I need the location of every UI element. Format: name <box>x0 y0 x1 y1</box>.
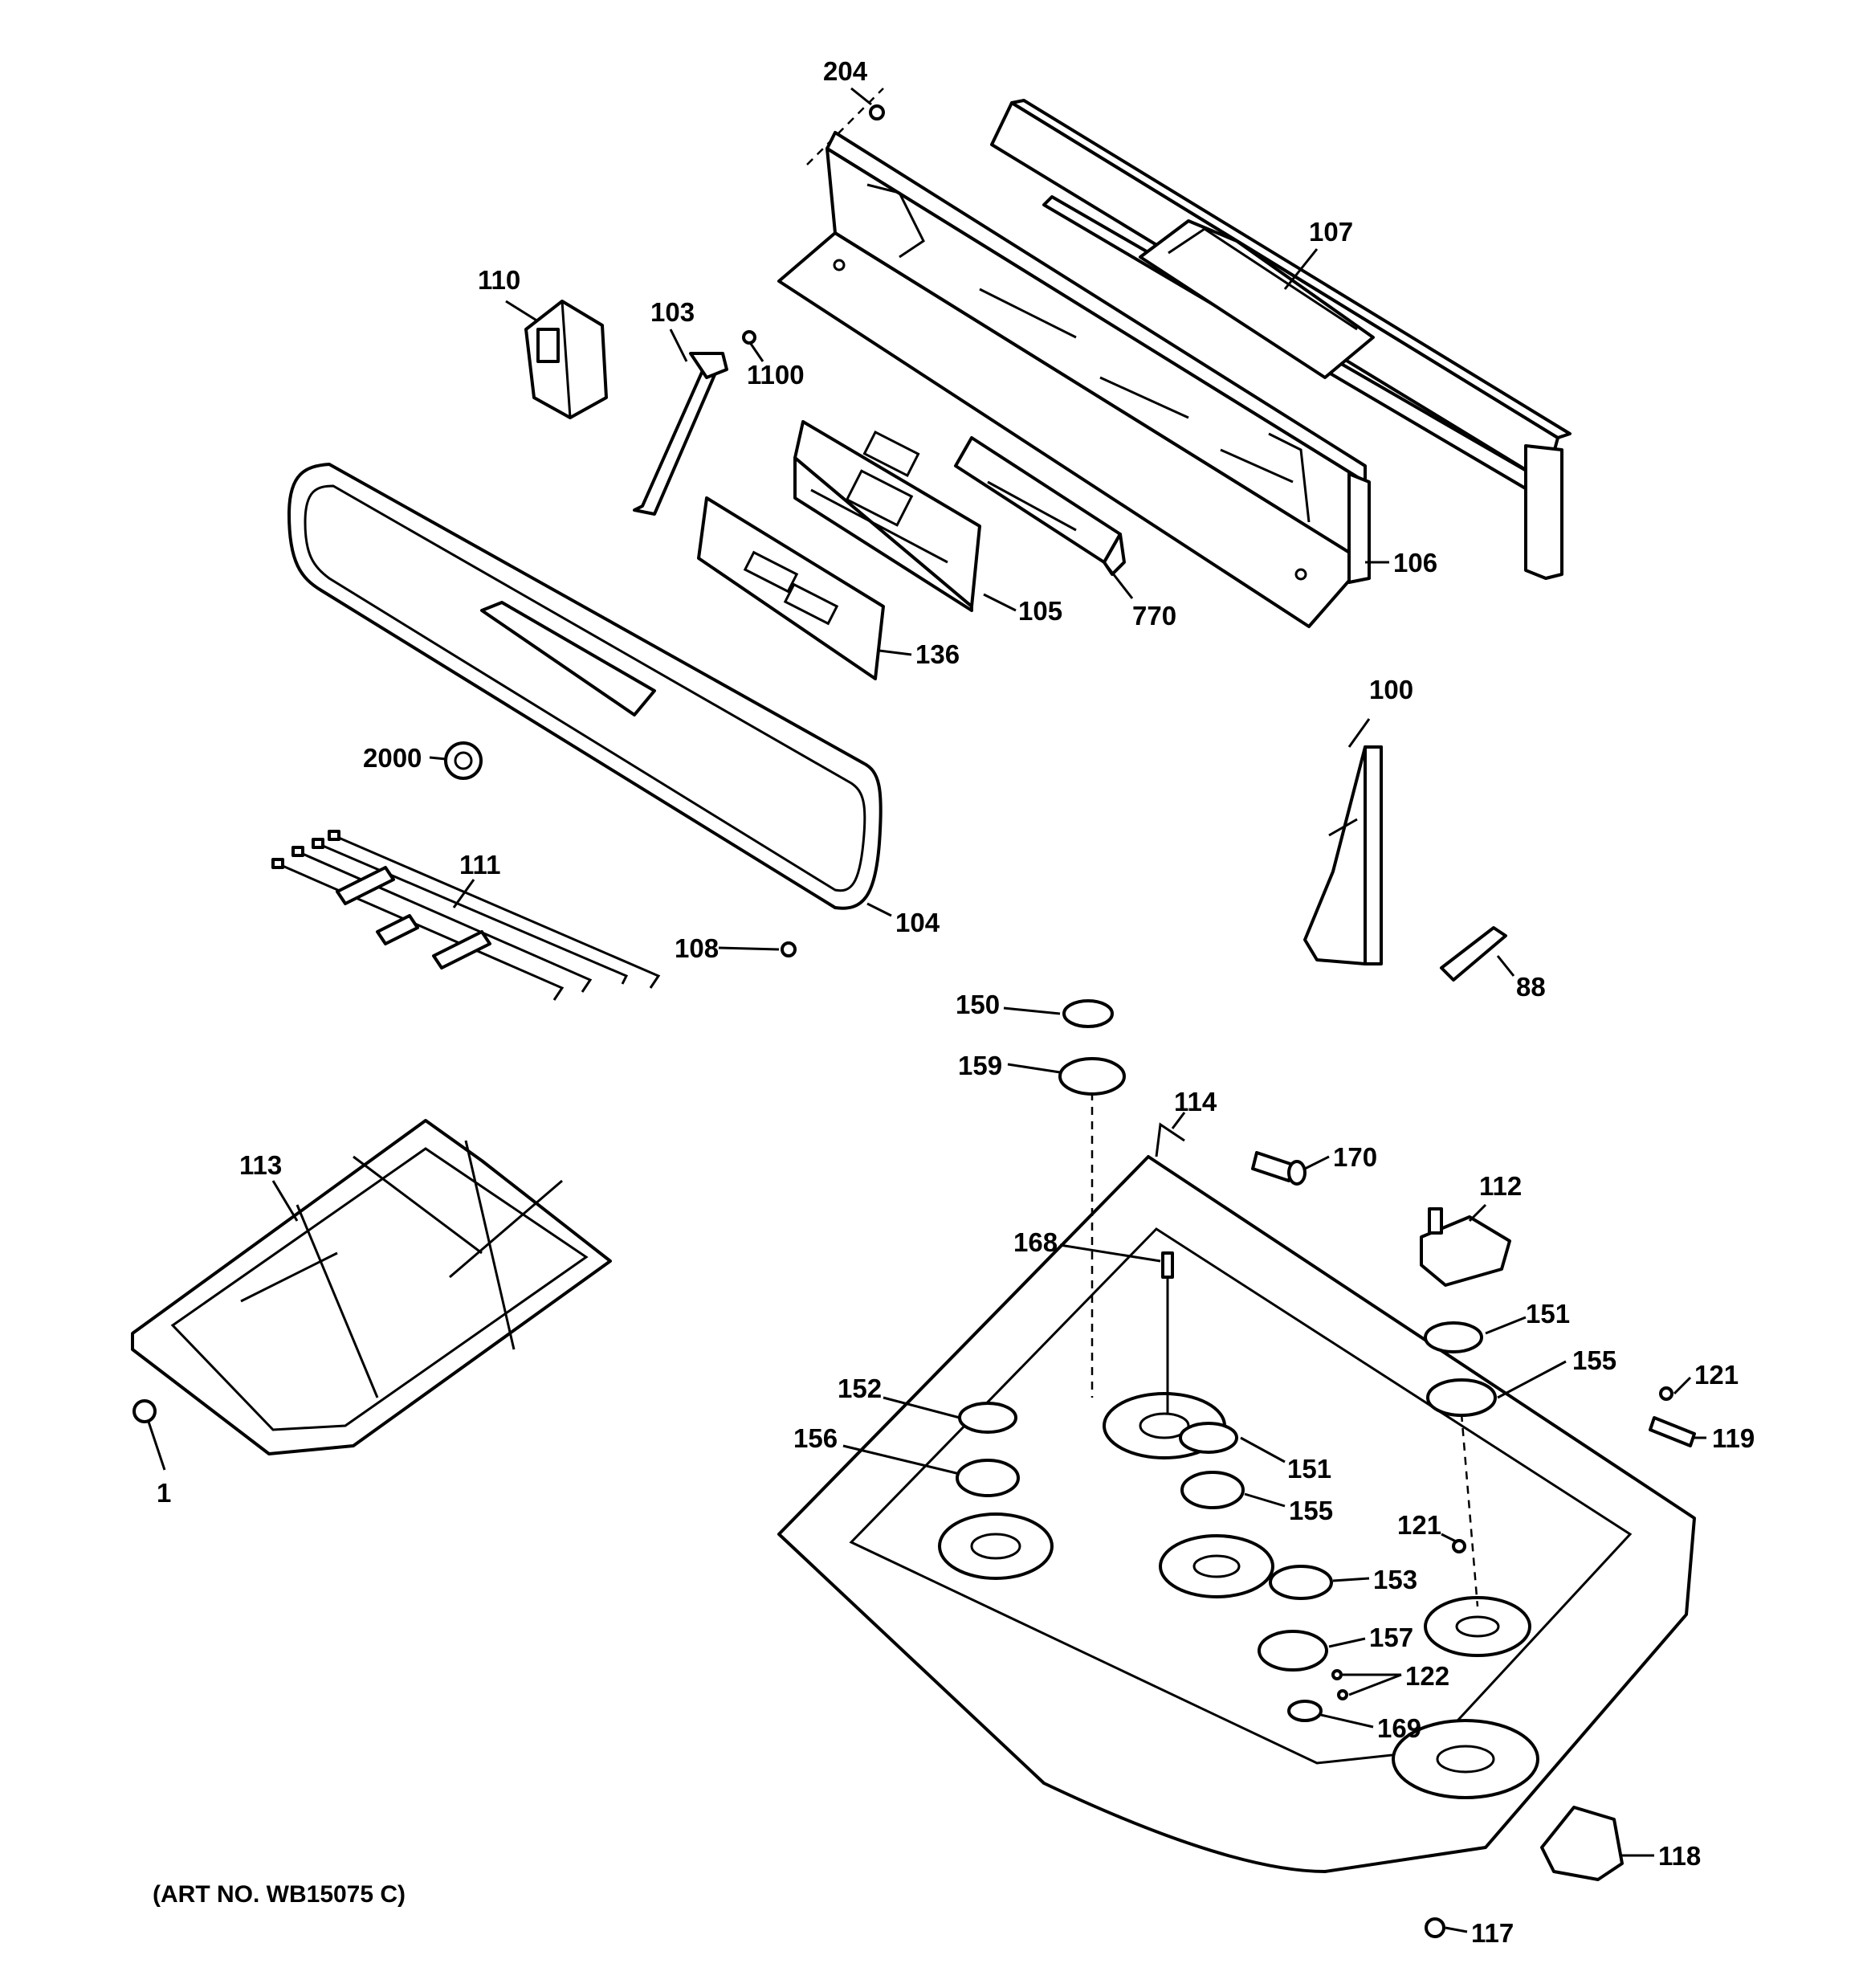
part-204-screw <box>806 88 885 165</box>
label-150: 150 <box>956 990 1000 1019</box>
part-88-clip <box>1440 926 1507 982</box>
part-112-valve <box>1420 1207 1511 1287</box>
label-110: 110 <box>478 265 520 295</box>
label-122: 122 <box>1405 1661 1449 1691</box>
label-105: 105 <box>1018 596 1062 626</box>
part-168-electrode <box>1161 1251 1174 1414</box>
label-106: 106 <box>1393 548 1437 578</box>
label-156: 156 <box>793 1423 838 1453</box>
label-153: 153 <box>1373 1565 1417 1594</box>
part-104-control-panel <box>287 463 883 910</box>
label-155-right: 155 <box>1572 1345 1616 1375</box>
label-118: 118 <box>1658 1841 1701 1871</box>
part-136-overlay <box>697 496 885 680</box>
label-111: 111 <box>459 850 500 880</box>
label-108: 108 <box>675 933 719 963</box>
label-104: 104 <box>895 908 940 937</box>
label-121-right: 121 <box>1694 1360 1739 1390</box>
burner-caps <box>956 999 1497 1722</box>
part-103-strap <box>633 352 728 516</box>
label-152: 152 <box>838 1374 882 1403</box>
part-111-wire-harness <box>271 830 661 1001</box>
label-103: 103 <box>650 297 695 327</box>
part-1-foot <box>132 1399 157 1423</box>
part-119-bracket <box>1649 1416 1696 1447</box>
label-151-center: 151 <box>1287 1454 1331 1484</box>
part-121-screws <box>1452 1386 1673 1553</box>
part-118-bracket <box>1540 1806 1624 1881</box>
part-122-clips <box>1331 1669 1348 1700</box>
cooktop-main-top <box>777 1122 1696 1873</box>
part-105-control-board <box>793 420 981 612</box>
label-100: 100 <box>1369 675 1413 704</box>
part-770-bracket <box>954 436 1126 576</box>
label-136: 136 <box>915 639 960 669</box>
part-107-rear-cover <box>990 99 1572 580</box>
label-151-right: 151 <box>1526 1299 1570 1329</box>
label-117: 117 <box>1471 1918 1514 1948</box>
label-119: 119 <box>1712 1423 1755 1453</box>
label-169: 169 <box>1377 1713 1421 1743</box>
part-1100-screw <box>742 330 756 345</box>
leader-lines <box>147 87 1706 1933</box>
part-106-backsplash <box>777 131 1371 628</box>
label-170: 170 <box>1333 1142 1377 1172</box>
art-number: (ART NO. WB15075 C) <box>153 1881 406 1908</box>
part-108-screw <box>781 941 797 957</box>
label-1: 1 <box>157 1478 171 1508</box>
label-155-center: 155 <box>1289 1496 1333 1525</box>
label-168: 168 <box>1013 1227 1058 1257</box>
label-204: 204 <box>823 56 868 86</box>
part-100-side-trim <box>1303 745 1383 965</box>
label-114: 114 <box>1174 1087 1217 1116</box>
label-107: 107 <box>1309 217 1353 247</box>
part-2000-insert <box>444 741 483 780</box>
part-113-grate <box>131 1119 612 1455</box>
part-110-relay <box>524 300 608 419</box>
label-113: 113 <box>239 1150 282 1180</box>
label-770: 770 <box>1132 601 1176 631</box>
label-112: 112 <box>1479 1171 1522 1201</box>
label-121-center: 121 <box>1397 1510 1441 1540</box>
label-2000: 2000 <box>363 743 422 773</box>
part-170-screw <box>1251 1151 1307 1186</box>
cooktop-burner-heads <box>938 1392 1539 1799</box>
part-117-nut <box>1425 1917 1445 1938</box>
label-157: 157 <box>1369 1623 1413 1652</box>
label-159: 159 <box>958 1051 1002 1080</box>
label-88: 88 <box>1516 972 1546 1002</box>
label-1100: 1100 <box>747 360 805 390</box>
